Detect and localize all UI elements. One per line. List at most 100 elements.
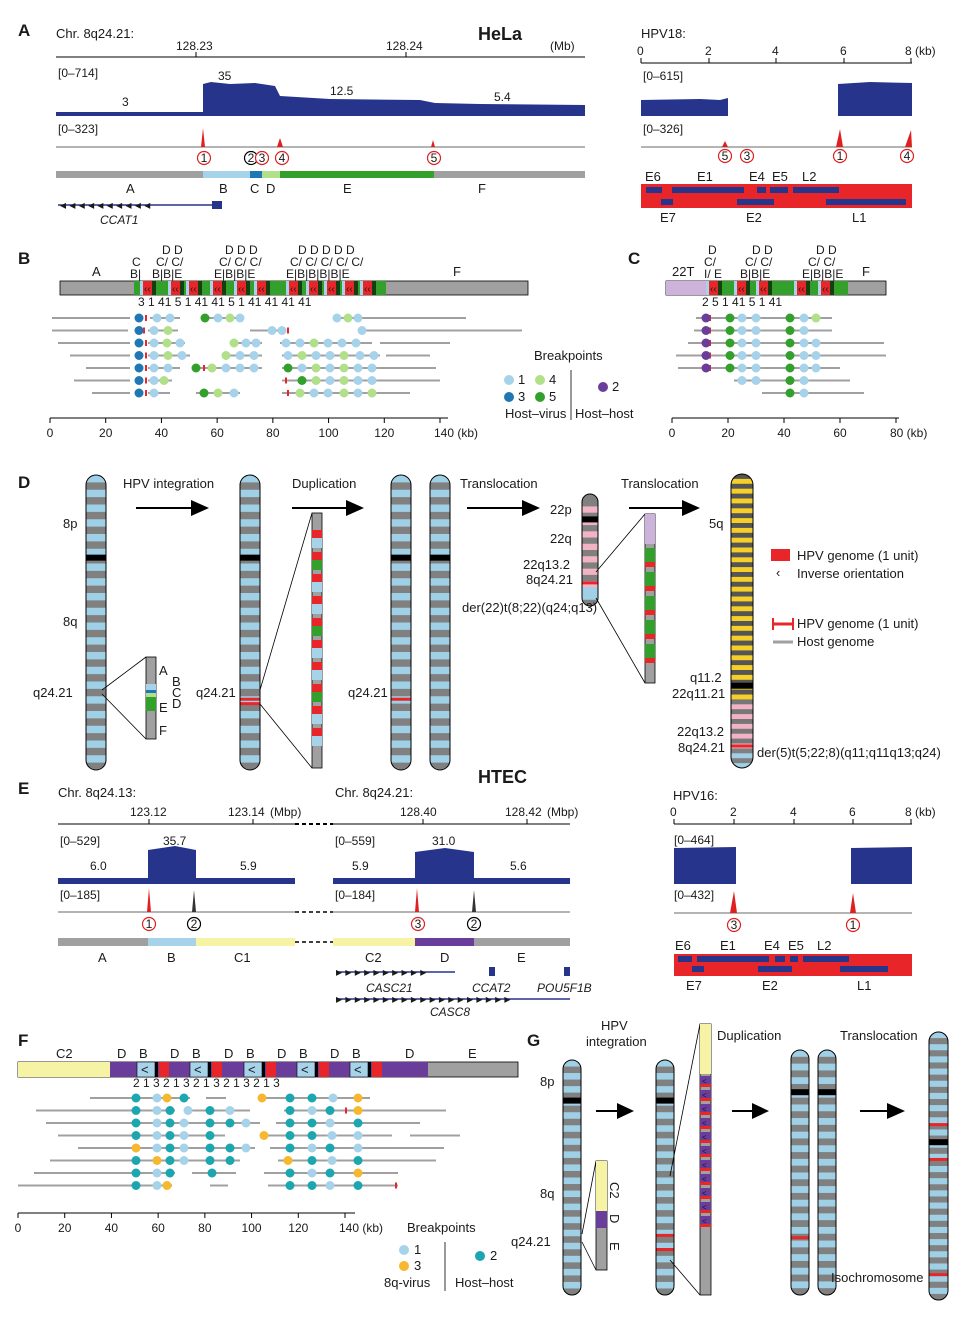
chromosome-band xyxy=(391,578,411,587)
breakpoint-dot xyxy=(199,388,209,398)
breakpoint-dot xyxy=(369,351,379,360)
breakpoint-dot xyxy=(225,313,235,323)
chromosome-band xyxy=(731,474,753,480)
chromosome-band xyxy=(791,1247,809,1255)
bp-number-row: 2 5 1 41 5 1 41 xyxy=(702,295,782,309)
segment-b xyxy=(756,281,759,295)
legend-dot-2 xyxy=(598,382,608,392)
legend-8q-virus: 8q-virus xyxy=(384,1275,431,1290)
chromosome-band xyxy=(240,711,260,719)
breakpoint-dot xyxy=(325,363,335,373)
axis-tick-label: 40 xyxy=(777,426,791,440)
segment-e xyxy=(474,938,570,946)
chromosome-band xyxy=(86,666,106,675)
breakpoint-dot xyxy=(751,338,761,348)
chromosome-outline xyxy=(790,1049,810,1296)
gene-e5 xyxy=(770,187,788,193)
breakpoint-dot xyxy=(325,1118,335,1128)
breakpoint-dot xyxy=(131,1106,141,1115)
chromosome-band xyxy=(731,625,753,632)
segment-label: F xyxy=(862,264,870,279)
hpv-band xyxy=(391,697,411,701)
chromosome-band xyxy=(86,681,106,690)
chromosome-band xyxy=(929,1263,948,1271)
chromosome-band xyxy=(430,733,450,741)
legend-label: 5 xyxy=(549,389,556,404)
chromosome-band xyxy=(731,674,753,681)
gene-e2 xyxy=(758,966,792,972)
chromosome-band xyxy=(240,644,260,653)
chromosome-band xyxy=(563,1262,581,1270)
breakpoint-dot xyxy=(229,388,239,398)
chromosome-band xyxy=(391,703,411,712)
hpv-gene-label: E7 xyxy=(660,210,676,225)
chromosome-band xyxy=(86,548,106,557)
chromosome-band xyxy=(656,1066,674,1074)
chromosome-band xyxy=(731,660,753,666)
chromosome-band xyxy=(563,1105,581,1113)
chromosome-band xyxy=(582,599,598,606)
breakpoint-marker-label: 5 xyxy=(722,149,729,163)
chromosome-band xyxy=(731,748,753,754)
panel-a-chr: Chr. 8q24.21: xyxy=(56,26,134,41)
segment-b xyxy=(360,281,363,295)
axis-tick-label: 140 (kb) xyxy=(339,1221,383,1235)
breakpoint-marker xyxy=(196,150,212,166)
breakpoint-dot xyxy=(737,326,747,335)
breakpoint-dot xyxy=(353,1168,363,1178)
segment-d xyxy=(700,1188,711,1196)
chromosome-band xyxy=(563,1066,581,1074)
hpv-unit xyxy=(312,706,322,714)
segment-label: F xyxy=(478,181,486,196)
breakpoint-dot xyxy=(285,1168,295,1178)
chromosome-band xyxy=(563,1112,581,1120)
gene-e7 xyxy=(661,199,673,205)
chromosome-band xyxy=(656,1164,674,1172)
gene-e2 xyxy=(737,199,774,205)
breakpoint-dot xyxy=(152,1118,162,1128)
split-read-peak xyxy=(836,129,843,147)
breakpoint-dot xyxy=(297,363,307,373)
chromosome-band xyxy=(430,681,450,690)
hpv-unit xyxy=(700,1140,711,1143)
chromosome-outline xyxy=(655,1059,675,1296)
chromosome-band xyxy=(563,1216,581,1224)
chromosome-outline xyxy=(85,474,107,771)
chromosome-band xyxy=(86,718,106,727)
chromosome-band xyxy=(656,1281,674,1289)
breakpoint-dot xyxy=(811,363,821,373)
chromosome-band xyxy=(86,482,106,491)
chromosome-band xyxy=(86,615,106,623)
coverage-value: 35 xyxy=(218,69,232,83)
chromosome-band xyxy=(563,1131,581,1139)
segment-c xyxy=(180,281,184,295)
gene-e4 xyxy=(757,187,766,193)
inverse-orientation-icon: ‹‹ xyxy=(346,284,353,295)
breakpoint-dot xyxy=(149,338,159,348)
axis-tick-label: 60 xyxy=(210,426,224,440)
segment-b xyxy=(342,281,345,295)
inverse-orientation-icon: ‹‹ xyxy=(310,284,317,295)
segment-stack-labels: D D xyxy=(752,243,773,257)
segment-label: A xyxy=(98,950,107,965)
chromosome-band xyxy=(563,1151,581,1159)
segment-22t xyxy=(666,281,706,295)
chromosome-band xyxy=(563,1125,581,1133)
segment-label: D xyxy=(266,181,275,196)
chromosome-band xyxy=(791,1056,809,1065)
chromosome-band xyxy=(731,606,753,612)
chromosome-band xyxy=(86,725,106,734)
chromosome-band xyxy=(430,762,450,770)
segment-label: E xyxy=(468,1046,477,1061)
hpv-unit xyxy=(700,1112,711,1115)
breakpoint-dot xyxy=(799,363,809,373)
step-label: Translocation xyxy=(460,476,538,491)
hpv-gene-label: L1 xyxy=(852,210,866,225)
segment-stack-labels: D D D D D xyxy=(298,243,355,257)
segment-c xyxy=(208,1062,211,1077)
segment-stack-labels: C/ C/ C/ xyxy=(219,255,262,269)
chromosome-band xyxy=(430,747,450,756)
hpv-units: ‹‹‹‹‹‹‹‹‹‹‹‹‹‹‹‹‹‹‹‹‹‹ xyxy=(140,281,376,295)
chromosome-band xyxy=(240,622,260,631)
g-inset-d xyxy=(596,1211,607,1228)
